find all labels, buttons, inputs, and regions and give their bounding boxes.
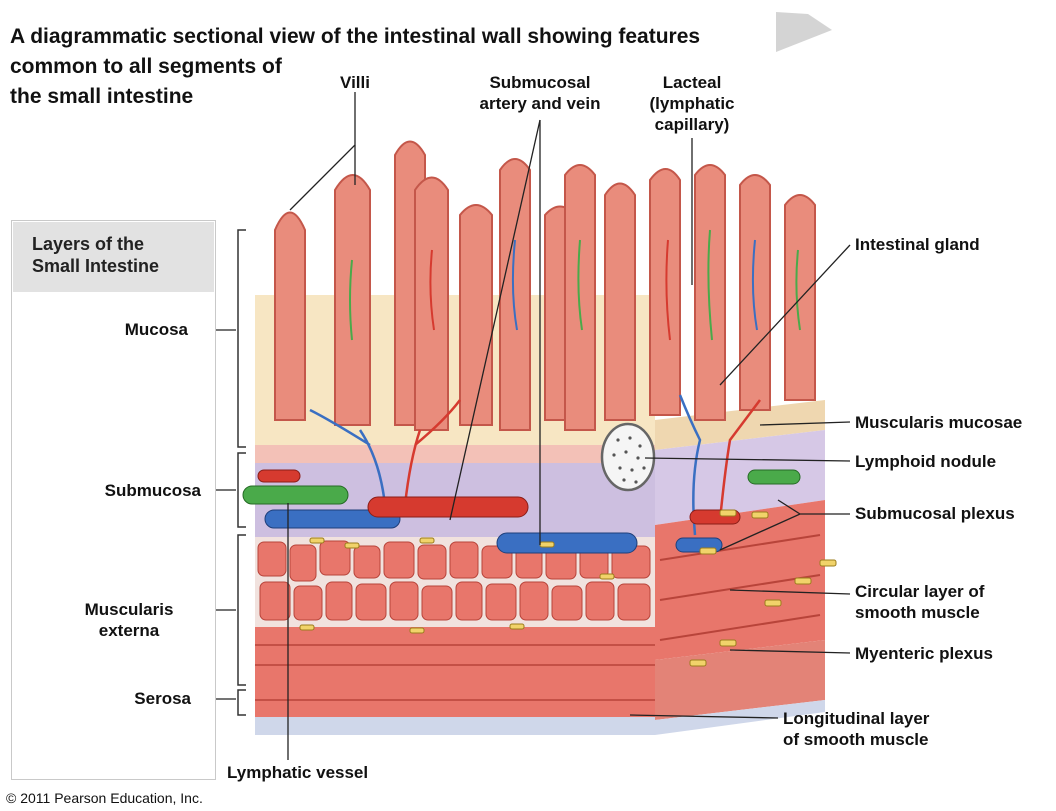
label-lacteal-line-1: Lacteal (630, 72, 754, 93)
label-submucosa: Submucosa (60, 480, 201, 501)
label-mucosa: Mucosa (80, 319, 188, 340)
label-myenteric-plexus: Myenteric plexus (855, 643, 993, 664)
label-muscularis-mucosae: Muscularis mucosae (855, 412, 1022, 433)
label-muscularis-line-2: externa (70, 620, 188, 641)
label-villi: Villi (320, 72, 390, 93)
panel-title-line-2: Small Intestine (32, 255, 159, 277)
lymphoid-nodule (602, 424, 654, 490)
label-longitudinal-layer: Longitudinal layer of smooth muscle (783, 708, 929, 750)
label-submucosal-line-2: artery and vein (460, 93, 620, 114)
label-submucosal-artery-vein: Submucosal artery and vein (460, 72, 620, 114)
label-lacteal: Lacteal (lymphatic capillary) (630, 72, 754, 135)
label-muscularis-externa: Muscularis externa (70, 599, 188, 641)
label-intestinal-gland: Intestinal gland (855, 234, 980, 255)
villi (275, 142, 815, 431)
flag-icon (776, 12, 832, 52)
label-longitudinal-line-1: Longitudinal layer (783, 708, 929, 729)
title-line-1: A diagrammatic sectional view of the int… (10, 22, 770, 52)
label-muscularis-line-1: Muscularis (70, 599, 188, 620)
layer-brackets (238, 230, 246, 715)
label-lymphoid-nodule: Lymphoid nodule (855, 451, 996, 472)
label-circular-layer: Circular layer of smooth muscle (855, 581, 984, 623)
label-lacteal-line-2: (lymphatic (630, 93, 754, 114)
layers-panel-title: Layers of the Small Intestine (32, 233, 159, 277)
copyright-notice: © 2011 Pearson Education, Inc. (6, 790, 203, 806)
label-circular-line-1: Circular layer of (855, 581, 984, 602)
label-lymphatic-vessel: Lymphatic vessel (227, 762, 368, 783)
label-submucosal-line-1: Submucosal (460, 72, 620, 93)
label-longitudinal-line-2: of smooth muscle (783, 729, 929, 750)
label-lacteal-line-3: capillary) (630, 114, 754, 135)
label-submucosal-plexus: Submucosal plexus (855, 503, 1015, 524)
label-serosa: Serosa (80, 688, 191, 709)
panel-title-line-1: Layers of the (32, 233, 159, 255)
right-face (655, 400, 825, 735)
label-circular-line-2: smooth muscle (855, 602, 984, 623)
